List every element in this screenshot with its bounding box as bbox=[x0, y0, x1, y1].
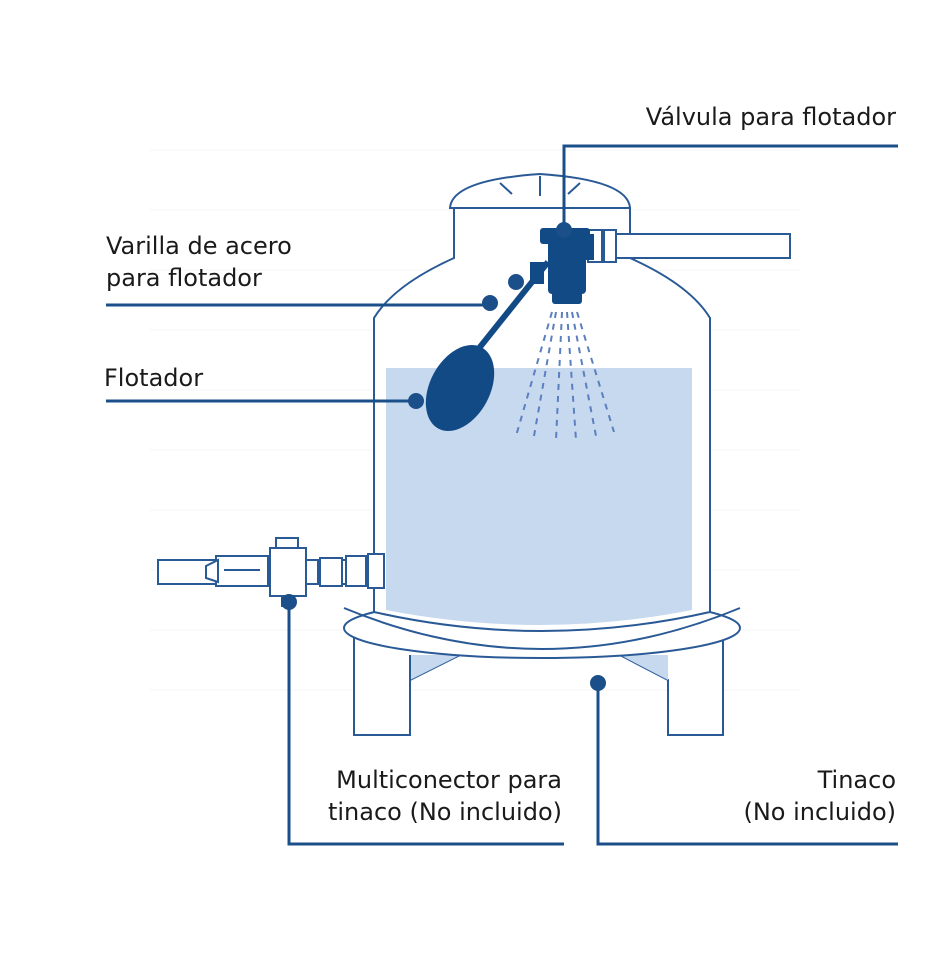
callout-tinaco bbox=[596, 684, 898, 846]
label-flotador-text: Flotador bbox=[104, 364, 204, 392]
water-spray bbox=[515, 311, 615, 441]
callout-dot-flotador bbox=[408, 393, 424, 409]
water bbox=[386, 368, 692, 625]
tank bbox=[343, 172, 741, 736]
label-tinaco-line1: Tinaco bbox=[817, 766, 896, 794]
label-tinaco: Tinaco (No incluido) bbox=[743, 764, 896, 828]
callout-dot-varilla bbox=[482, 295, 498, 311]
callout-valvula bbox=[562, 144, 898, 230]
label-tinaco-line2: (No incluido) bbox=[743, 798, 896, 826]
outlet-pipe bbox=[157, 537, 385, 607]
label-valvula-text: Válvula para flotador bbox=[645, 103, 896, 131]
float bbox=[425, 345, 495, 431]
label-valvula: Válvula para flotador bbox=[646, 101, 896, 133]
label-varilla-line1: Varilla de acero bbox=[106, 232, 292, 260]
callout-dot-valvula bbox=[556, 222, 572, 238]
label-multiconector-line1: Multiconector para bbox=[336, 766, 562, 794]
label-flotador: Flotador bbox=[104, 362, 203, 394]
label-multiconector-line2: tinaco (No incluido) bbox=[327, 798, 562, 826]
label-varilla-line2: para flotador bbox=[106, 264, 262, 292]
float-valve bbox=[465, 228, 615, 441]
callout-dot-multiconector bbox=[281, 594, 297, 610]
callout-multiconector bbox=[287, 604, 564, 846]
label-multiconector: Multiconector para tinaco (No incluido) bbox=[328, 764, 562, 828]
inlet-pipe bbox=[587, 229, 791, 263]
label-varilla: Varilla de acero para flotador bbox=[106, 230, 292, 294]
callout-dot-tinaco bbox=[590, 675, 606, 691]
